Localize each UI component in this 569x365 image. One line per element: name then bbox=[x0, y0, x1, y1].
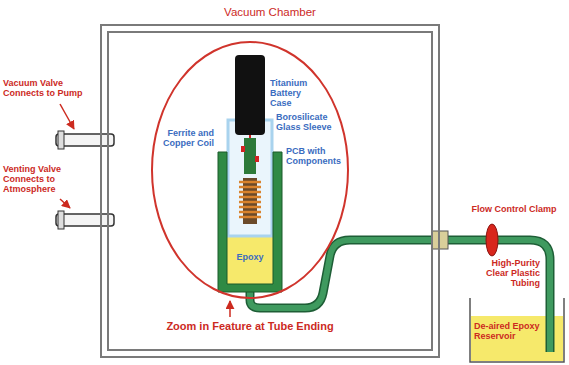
valve-pipe bbox=[56, 214, 114, 226]
valve-label: Venting Valve Connects to Atmosphere bbox=[3, 164, 97, 194]
vacuum-chamber: Vacuum Chamber bbox=[100, 24, 440, 358]
coil-turn bbox=[239, 181, 261, 184]
label-holder: PCB with Components bbox=[286, 146, 344, 166]
epoxy-fill bbox=[227, 232, 273, 284]
flow-clamp bbox=[486, 224, 498, 256]
label-holder: Venting Valve Connects to Atmosphere bbox=[3, 164, 97, 194]
leader-arrow bbox=[229, 301, 231, 317]
venting-valve bbox=[56, 211, 114, 229]
coil-turn bbox=[239, 186, 261, 189]
part-label: Epoxy bbox=[227, 252, 273, 262]
coil-turn bbox=[239, 211, 261, 214]
coil-turn bbox=[239, 191, 261, 194]
battery-case bbox=[235, 55, 265, 135]
pcb-component bbox=[255, 156, 259, 162]
valve-flange bbox=[58, 211, 64, 229]
leader-arrow bbox=[60, 199, 70, 208]
part-label: Titanium Battery Case bbox=[270, 78, 318, 108]
label-holder: Vacuum Valve Connects to Pump bbox=[3, 78, 97, 98]
label-holder: Zoom in Feature at Tube Ending bbox=[130, 320, 370, 332]
zoom-ellipse bbox=[152, 42, 348, 298]
coil-turn bbox=[239, 216, 261, 219]
pcb-component bbox=[241, 146, 245, 152]
clamp-label: Flow Control Clamp bbox=[462, 204, 566, 214]
label-holder: Ferrite and Copper Coil bbox=[156, 128, 214, 148]
label-holder: Epoxy bbox=[227, 252, 273, 262]
wall-fitting bbox=[432, 231, 448, 249]
label-holder: Borosilicate Glass Sleeve bbox=[276, 112, 338, 132]
part-label: PCB with Components bbox=[286, 146, 344, 166]
valve-pipe bbox=[56, 134, 114, 146]
glass-sleeve bbox=[228, 120, 272, 236]
zoom-note: Zoom in Feature at Tube Ending bbox=[130, 320, 370, 332]
valve-label: Vacuum Valve Connects to Pump bbox=[3, 78, 97, 98]
chamber-title: Vacuum Chamber bbox=[102, 6, 438, 19]
coil-turn bbox=[239, 201, 261, 204]
valve-flange bbox=[58, 131, 64, 149]
vacuum-valve bbox=[56, 131, 114, 149]
coil-turn bbox=[239, 196, 261, 199]
leader-arrow bbox=[60, 104, 74, 129]
reservoir-beaker bbox=[470, 298, 564, 362]
label-holder: High-Purity Clear Plastic Tubing bbox=[474, 258, 540, 288]
part-label: Borosilicate Glass Sleeve bbox=[276, 112, 338, 132]
tubing-label: High-Purity Clear Plastic Tubing bbox=[474, 258, 540, 288]
mold-cup bbox=[218, 152, 282, 292]
reservoir-label: De-aired Epoxy Reservoir bbox=[474, 321, 540, 341]
coil-turn bbox=[239, 206, 261, 209]
plastic-tubing bbox=[250, 240, 550, 352]
pcb-board bbox=[244, 138, 256, 174]
label-holder: Flow Control Clamp bbox=[462, 204, 566, 214]
part-label: Ferrite and Copper Coil bbox=[156, 128, 214, 148]
plastic-tubing bbox=[250, 240, 550, 352]
label-holder: De-aired Epoxy Reservoir bbox=[474, 321, 540, 341]
label-holder: Titanium Battery Case bbox=[270, 78, 318, 108]
copper-coil bbox=[239, 182, 261, 217]
